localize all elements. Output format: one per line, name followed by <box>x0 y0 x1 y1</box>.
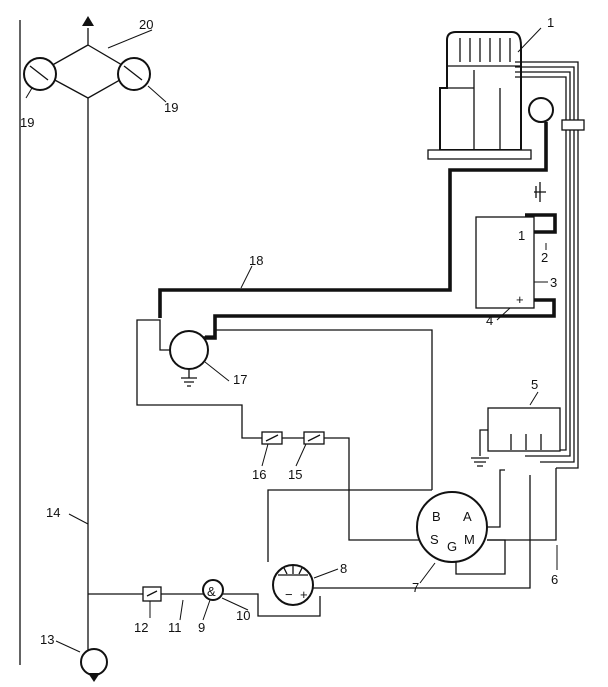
starter-base <box>427 149 532 160</box>
switch-to-gauge-wire <box>223 593 321 617</box>
callout-19-left: 19 <box>20 115 34 130</box>
callout-18: 18 <box>249 253 263 268</box>
ammeter-plus: + <box>300 587 308 602</box>
callout-9: 9 <box>198 620 205 635</box>
switch-symbol: & <box>207 584 216 599</box>
battery-terminal-plus: + <box>516 292 524 307</box>
regulator-m: M <box>464 532 475 547</box>
headlight-assembly <box>23 16 151 99</box>
light-switch <box>202 579 224 601</box>
battery <box>475 216 535 309</box>
callout-6: 6 <box>551 572 558 587</box>
generator-to-regulator-b <box>205 329 433 490</box>
terminal-block-ground <box>471 457 489 467</box>
callout-7: 7 <box>412 580 419 595</box>
generator <box>169 330 209 370</box>
ground-arrow-top <box>82 16 94 26</box>
tail-light <box>80 648 108 676</box>
battery-terminal-1: 1 <box>518 228 525 243</box>
callout-3: 3 <box>550 275 557 290</box>
callout-2: 2 <box>541 250 548 265</box>
starter-motor <box>427 31 554 160</box>
fuse-to-regulator-s <box>324 437 424 541</box>
cable-2 <box>525 213 557 234</box>
callout-16: 16 <box>252 467 266 482</box>
callout-10: 10 <box>236 608 250 623</box>
ammeter-minus: − <box>285 587 293 602</box>
cable-18 <box>158 122 548 318</box>
generator-field-wire <box>136 319 262 439</box>
callout-leaders <box>25 27 558 653</box>
regulator-s: S <box>430 532 439 547</box>
generator-ground <box>181 369 197 387</box>
callout-14: 14 <box>46 505 60 520</box>
regulator-a: A <box>463 509 472 524</box>
callout-19-right: 19 <box>164 100 178 115</box>
callout-15: 15 <box>288 467 302 482</box>
callout-11: 11 <box>168 620 182 635</box>
regulator-b: B <box>432 509 441 524</box>
callout-17: 17 <box>233 372 247 387</box>
harness-clip <box>561 119 585 131</box>
callout-12: 12 <box>134 620 148 635</box>
starter-solenoid <box>528 97 554 123</box>
regulator-g: G <box>447 539 457 554</box>
callout-20: 20 <box>139 17 153 32</box>
ground-arrow-bottom <box>88 673 100 682</box>
terminal-block <box>487 407 561 452</box>
callout-5: 5 <box>531 377 538 392</box>
battery-ground <box>534 182 546 202</box>
callout-8: 8 <box>340 561 347 576</box>
callout-4: 4 <box>486 313 493 328</box>
callout-1: 1 <box>547 15 554 30</box>
callout-13: 13 <box>40 632 54 647</box>
cable-4 <box>202 298 556 340</box>
